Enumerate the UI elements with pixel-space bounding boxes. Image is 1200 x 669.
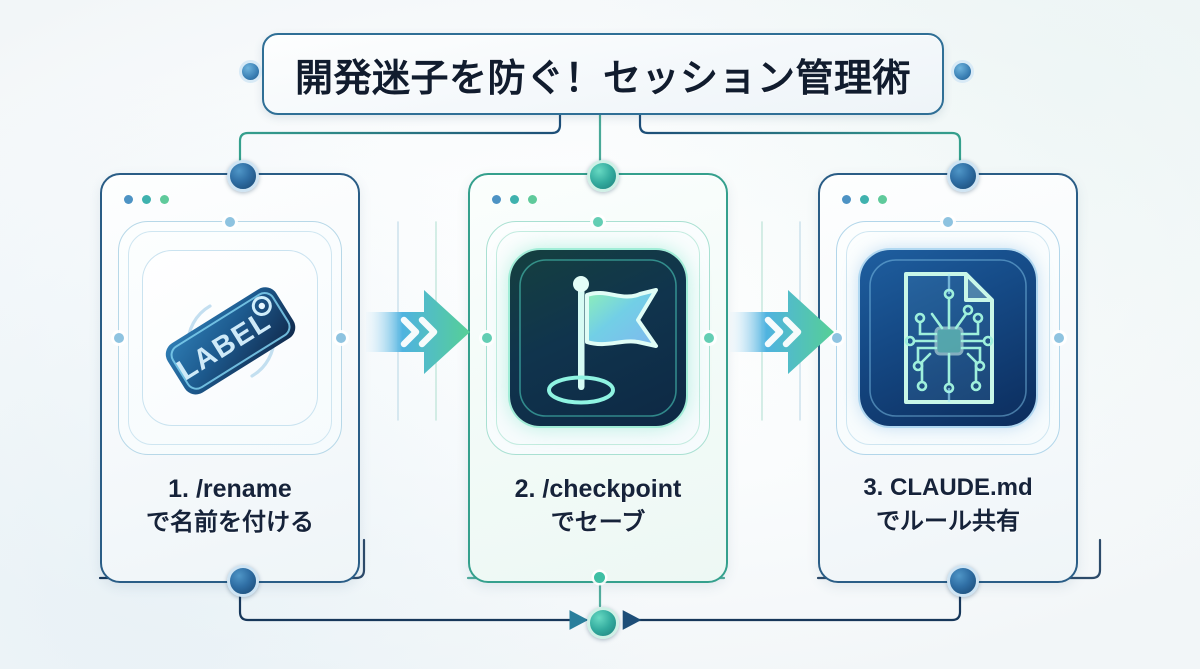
frame-node-right [336, 333, 346, 343]
window-dot-green [878, 195, 887, 204]
arrow-step2-to-step3 [730, 286, 834, 378]
node-card1-bottom [227, 565, 259, 597]
node-card3-top [947, 160, 979, 192]
window-dots [842, 195, 887, 204]
caption-line-1: 2. /checkpoint [514, 475, 682, 503]
frame-node-left [114, 333, 124, 343]
node-title-right [951, 60, 974, 83]
caption-line-1: 1. /rename [168, 475, 292, 503]
node-feedback-stem [594, 572, 605, 583]
caption-line-2: で名前を付ける [146, 509, 314, 536]
circuit-document-icon [860, 250, 1036, 426]
frame-node-left [482, 333, 492, 343]
caption-line-1: 3. CLAUDE.md [863, 474, 1033, 501]
window-dot-teal [142, 195, 151, 204]
window-dot-teal [510, 195, 519, 204]
caption-line-2: でセーブ [550, 509, 646, 536]
icon-frame [832, 217, 1064, 455]
frame-node-top [225, 217, 235, 227]
window-dot-blue [492, 195, 501, 204]
label-tag-icon: LABEL [142, 250, 318, 426]
frame-node-left [832, 333, 842, 343]
window-dot-green [160, 195, 169, 204]
frame-node-top [593, 217, 603, 227]
window-dot-teal [860, 195, 869, 204]
window-dot-blue [124, 195, 133, 204]
caption-line-2: でルール共有 [876, 507, 1020, 535]
window-dot-blue [842, 195, 851, 204]
icon-frame [482, 217, 714, 455]
frame-node-right [1054, 333, 1064, 343]
step-card-claude-md[interactable]: 3. CLAUDE.md でルール共有 [818, 173, 1078, 583]
frame-node-right [704, 333, 714, 343]
card-caption: 3. CLAUDE.md でルール共有 [820, 473, 1076, 537]
node-card3-bottom [947, 565, 979, 597]
icon-frame-inner [496, 231, 700, 445]
node-title-left [239, 60, 262, 83]
step-card-rename[interactable]: LABEL 1. /rename で名前を付ける [100, 173, 360, 583]
card-caption: 1. /rename で名前を付ける [102, 473, 358, 538]
node-card1-top [227, 160, 259, 192]
icon-frame: LABEL [114, 217, 346, 455]
icon-frame-inner [846, 231, 1050, 445]
icon-frame-inner [128, 231, 332, 445]
title-banner: 開発迷子を防ぐ！セッション管理術 [262, 33, 944, 115]
node-card2-top [587, 160, 619, 192]
card-caption: 2. /checkpoint でセーブ [470, 473, 726, 538]
node-feedback-center [587, 607, 619, 639]
arrow-step1-to-step2 [366, 286, 470, 378]
flag-checkpoint-icon [510, 250, 686, 426]
step-card-checkpoint[interactable]: 2. /checkpoint でセーブ [468, 173, 728, 583]
window-dots [492, 195, 537, 204]
page-title: 開発迷子を防ぐ！セッション管理術 [294, 57, 911, 100]
window-dot-green [528, 195, 537, 204]
frame-node-top [943, 217, 953, 227]
window-dots [124, 195, 169, 204]
